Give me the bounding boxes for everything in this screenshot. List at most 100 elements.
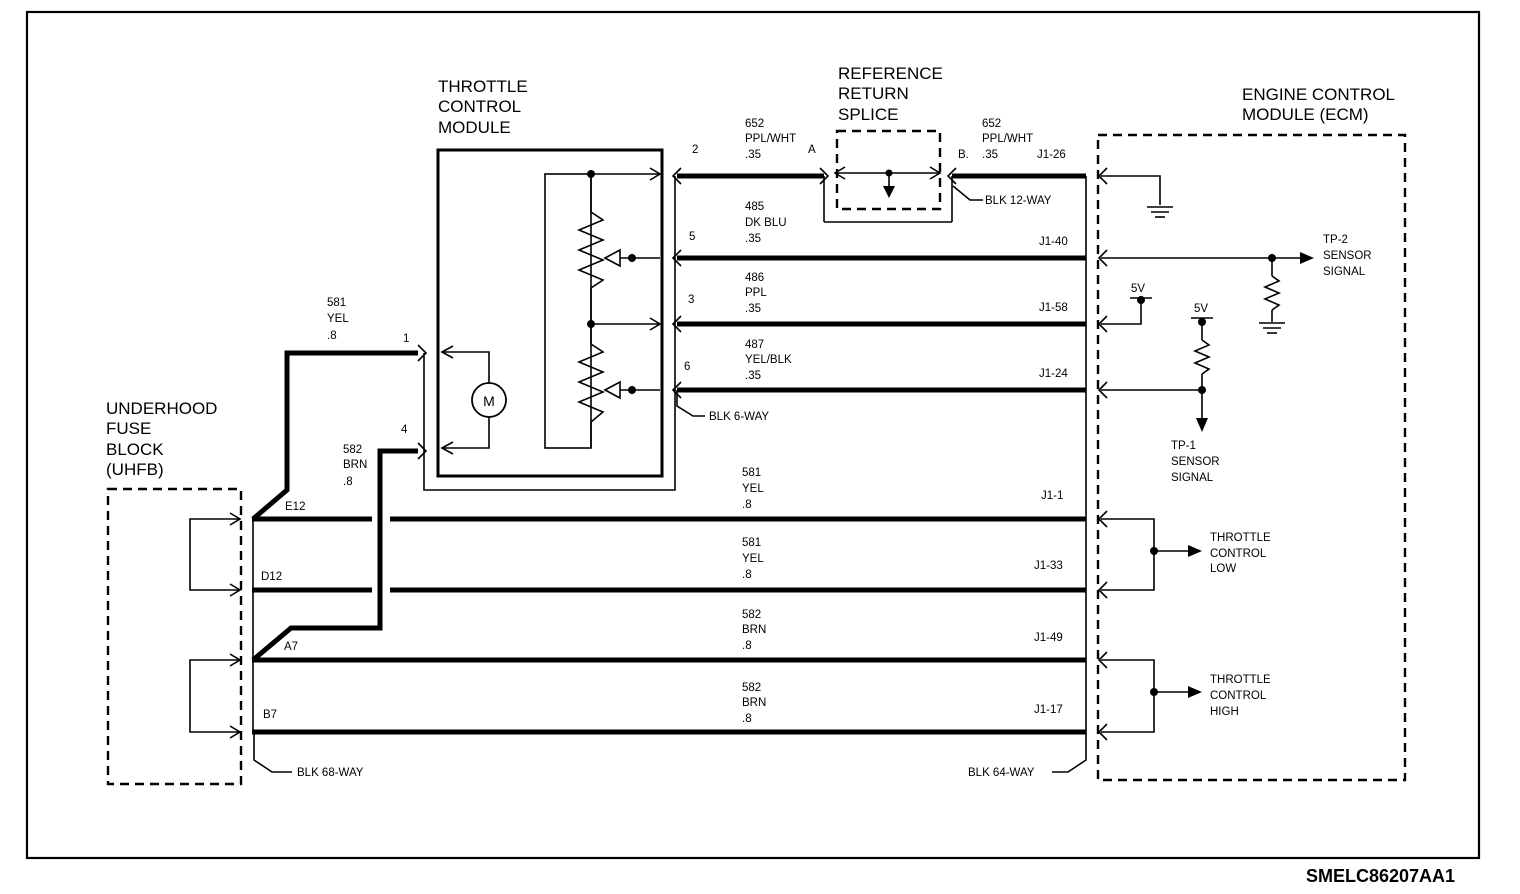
c487-color: YEL/BLK (745, 354, 792, 366)
c582-b-color: BRN (742, 697, 766, 709)
ecm-pin-j1-40: J1-40 (1039, 236, 1068, 248)
ecm-title-line2: MODULE (ECM) (1242, 105, 1369, 124)
c652-right-number: 652 (982, 118, 1001, 130)
tcm-pin-4: 4 (401, 424, 408, 436)
uhfb-title-line4: (UHFB) (106, 460, 164, 479)
svg-text:THROTTLE: THROTTLE (438, 77, 528, 96)
tc-low-line3: LOW (1210, 563, 1236, 575)
ecm-title-line1: ENGINE CONTROL (1242, 85, 1395, 104)
tp2-potentiometer-icon (576, 211, 606, 289)
pullup-resistor-icon (1192, 339, 1212, 375)
tc-high-line1: THROTTLE (1210, 674, 1271, 686)
c581-feed-color: YEL (327, 313, 349, 325)
c581-feed-gauge: .8 (327, 330, 337, 342)
svg-text:FUSE: FUSE (106, 419, 151, 438)
tp1-line2: SENSOR (1171, 456, 1220, 468)
fuse-pin-b7: B7 (263, 709, 277, 721)
reference-return-splice: REFERENCE RETURN SPLICE A B. BLK 12-WAY (808, 64, 1052, 223)
c581-a-number: 581 (742, 467, 761, 479)
fuse-pin-d12: D12 (261, 571, 282, 583)
tcm-connector-trace (423, 176, 676, 491)
ecm-pin-j1-17: J1-17 (1034, 704, 1063, 716)
c581-b-number: 581 (742, 537, 761, 549)
diagram-id: SMELC86207AA1 (1306, 866, 1455, 886)
tp2-line2: SENSOR (1323, 250, 1372, 262)
ecm-pin-j1-1: J1-1 (1041, 490, 1063, 502)
svg-text:(UHFB): (UHFB) (106, 460, 164, 479)
tcm-pin-2: 2 (692, 144, 698, 156)
tcm-pin-5: 5 (689, 231, 695, 243)
svg-text:CONTROL: CONTROL (438, 97, 521, 116)
tcm-title-line2: CONTROL (438, 97, 521, 116)
c581-b-gauge: .8 (742, 569, 752, 581)
supply-5v-b: 5V (1194, 303, 1208, 315)
tcm-pin-1: 1 (403, 333, 409, 345)
svg-text:BLOCK: BLOCK (106, 440, 164, 459)
wire-581-feed (251, 350, 418, 521)
splice-box (835, 129, 942, 211)
tcm-pin-6: 6 (684, 361, 690, 373)
splice-point-b: B. (958, 149, 969, 161)
connector-blk-6-way: BLK 6-WAY (709, 411, 769, 423)
connector-blk-68-way: BLK 68-WAY (297, 767, 364, 779)
harness-wires (251, 167, 1108, 773)
c582-a-gauge: .8 (742, 640, 752, 652)
svg-text:RETURN: RETURN (838, 84, 909, 103)
diagram-frame (25, 10, 1481, 860)
c652-right-gauge: .35 (982, 149, 998, 161)
supply-5v-a: 5V (1131, 283, 1145, 295)
c582-feed-number: 582 (343, 444, 362, 456)
tcm-pin-3: 3 (688, 294, 694, 306)
c581-a-gauge: .8 (742, 499, 752, 511)
svg-text:UNDERHOOD: UNDERHOOD (106, 399, 217, 418)
wire-582-feed (251, 448, 418, 662)
uhfb-title-line3: BLOCK (106, 440, 164, 459)
tc-high-line2: CONTROL (1210, 690, 1267, 702)
throttle-control-module: THROTTLE CONTROL MODULE M (436, 77, 664, 478)
c582-a-color: BRN (742, 624, 766, 636)
c652-right-color: PPL/WHT (982, 133, 1033, 145)
c581-feed-number: 581 (327, 297, 346, 309)
tp1-line1: TP-1 (1171, 440, 1196, 452)
ecm-pin-j1-26: J1-26 (1037, 149, 1066, 161)
svg-text:REFERENCE: REFERENCE (838, 64, 943, 83)
c582-feed-gauge: .8 (343, 476, 353, 488)
c652-left-color: PPL/WHT (745, 133, 796, 145)
c485-color: DK BLU (745, 217, 787, 229)
c582-b-gauge: .8 (742, 713, 752, 725)
connector-blk-64-way: BLK 64-WAY (968, 767, 1035, 779)
connector-labels: BLK 6-WAY BLK 68-WAY BLK 64-WAY (297, 411, 1035, 779)
tp2-line1: TP-2 (1323, 234, 1348, 246)
svg-text:ENGINE CONTROL: ENGINE CONTROL (1242, 85, 1395, 104)
c582-feed-color: BRN (343, 459, 367, 471)
svg-text:MODULE (ECM): MODULE (ECM) (1242, 105, 1369, 124)
ecm-pin-j1-33: J1-33 (1034, 560, 1063, 572)
svg-text:MODULE: MODULE (438, 118, 511, 137)
tc-low-line1: THROTTLE (1210, 532, 1271, 544)
tcm-inner-loop (544, 173, 592, 449)
tp1-line3: SIGNAL (1171, 472, 1214, 484)
circuit-labels: 652 PPL/WHT .35 652 PPL/WHT .35 485 DK B… (327, 118, 1033, 725)
connector-blk-12-way: BLK 12-WAY (985, 195, 1052, 207)
tc-low-line2: CONTROL (1210, 548, 1267, 560)
fuse-pin-a7: A7 (284, 641, 298, 653)
fuse-pin-e12: E12 (285, 501, 305, 513)
c581-b-color: YEL (742, 553, 764, 565)
uhfb-box (106, 487, 243, 786)
c582-b-number: 582 (742, 682, 761, 694)
splice-title-line2: RETURN (838, 84, 909, 103)
engine-control-module: ENGINE CONTROL MODULE (ECM) (1096, 85, 1407, 782)
pulldown-resistor-icon (1262, 275, 1282, 311)
c485-gauge: .35 (745, 233, 761, 245)
underhood-fuse-block: UNDERHOOD FUSE BLOCK (UHFB) (106, 399, 243, 786)
c486-gauge: .35 (745, 303, 761, 315)
c582-a-number: 582 (742, 609, 761, 621)
uhfb-title-line1: UNDERHOOD (106, 399, 217, 418)
tcm-box (436, 148, 664, 478)
c486-color: PPL (745, 287, 767, 299)
ecm-pin-j1-49: J1-49 (1034, 632, 1063, 644)
c652-left-number: 652 (745, 118, 764, 130)
motor-symbol: M (483, 393, 495, 409)
ecm-internal-circuitry (1101, 175, 1314, 733)
